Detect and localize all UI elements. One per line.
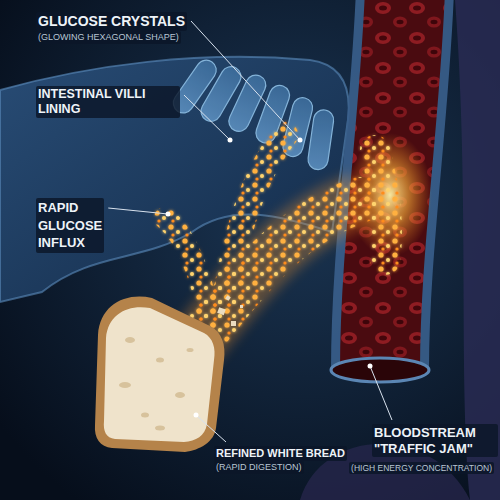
leader-line (191, 21, 300, 140)
glucose-particles (165, 218, 210, 320)
villus (307, 109, 335, 171)
callout-title: BLOODSTREAM "TRAFFIC JAM" (372, 424, 498, 457)
leader-line (108, 208, 168, 214)
leader-dot (368, 364, 373, 369)
pore (156, 358, 164, 363)
pore (187, 348, 194, 352)
crumb (225, 295, 231, 301)
leader-dot (166, 212, 171, 217)
bread-crust (95, 297, 225, 452)
pore (119, 382, 131, 388)
vessel-opening (331, 358, 429, 382)
callout-title: GLUCOSE CRYSTALS (36, 12, 187, 31)
villi (169, 56, 335, 171)
bread-pores (119, 337, 194, 431)
callout-note: (GLOWING HEXAGONAL SHAPE) (36, 31, 181, 44)
callout-note: (RAPID DIGESTION) (214, 461, 304, 474)
glucose-particles (375, 150, 387, 260)
leader-line (196, 415, 226, 442)
glucose-particles (225, 135, 285, 300)
callout-title: REFINED WHITE BREAD (214, 446, 347, 461)
callout-title: INTESTINAL VILLI LINING (36, 86, 180, 118)
callout-title: RAPID GLUCOSE INFLUX (36, 198, 104, 253)
pore (155, 426, 165, 431)
pore (141, 413, 149, 418)
crumb (231, 321, 236, 326)
leader-dot (228, 138, 233, 143)
glucose-stream (165, 135, 387, 345)
pore (125, 337, 135, 343)
leader-line (184, 95, 230, 140)
crumb (240, 305, 243, 308)
crumb (217, 307, 226, 315)
bread-crumb (104, 307, 215, 442)
leader-line (370, 366, 392, 420)
crumbs (217, 295, 243, 326)
leader-dot (194, 413, 199, 418)
leader-dot (298, 138, 303, 143)
callout-note: (HIGH ENERGY CONCENTRATION) (349, 462, 494, 474)
pore (175, 392, 185, 398)
